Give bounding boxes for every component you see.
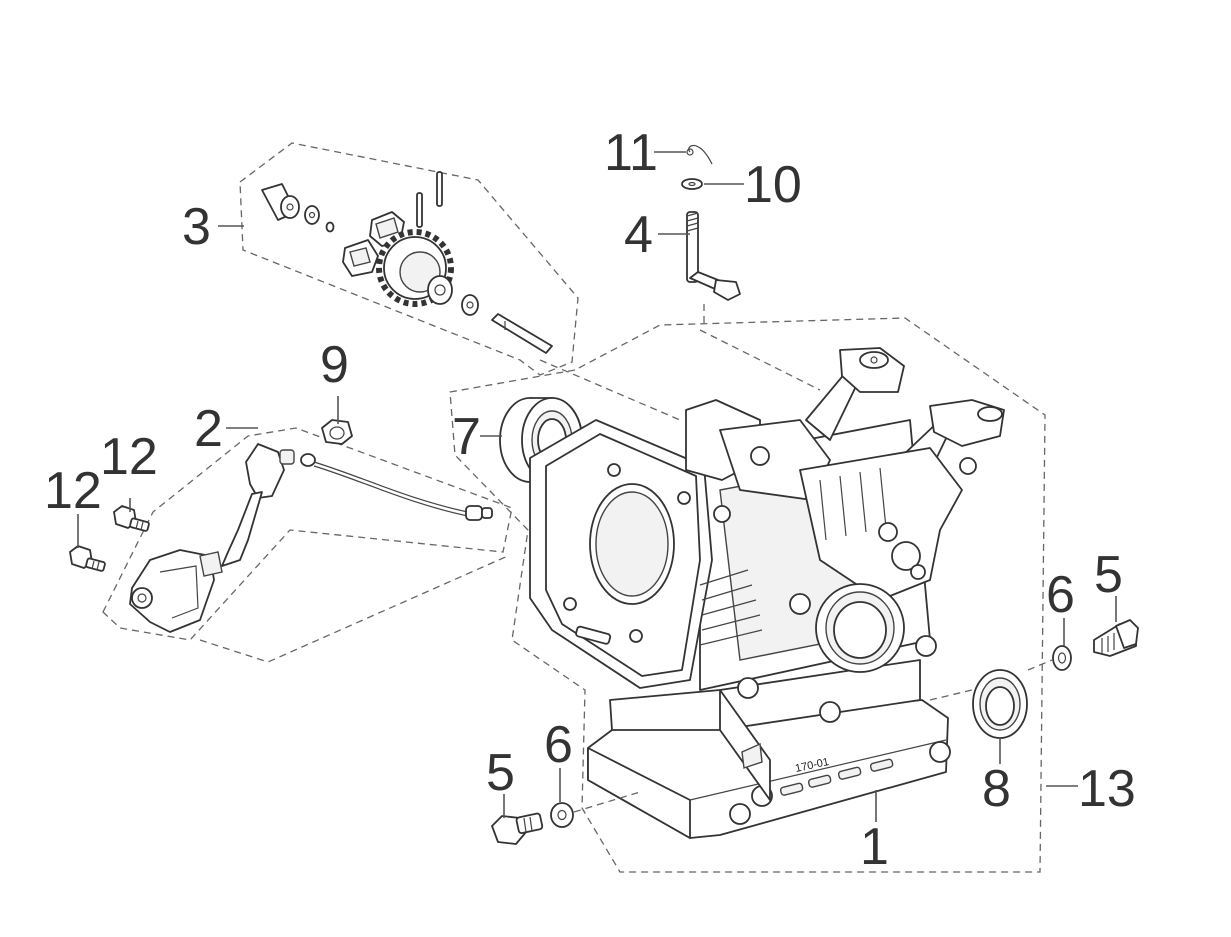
callout-5-right: 5 [1094,546,1123,604]
callout-7: 7 [452,408,481,466]
callout-6-right: 6 [1046,566,1075,624]
callout-2: 2 [194,400,223,458]
bolt-12-right [113,505,150,532]
governor-pin [436,171,443,207]
bolt-12-left [69,545,106,572]
callout-10: 10 [744,156,802,214]
governor-arm-shaft [686,211,741,301]
callout-3: 3 [182,198,211,256]
washer-6-left [550,802,574,828]
callout-13: 13 [1078,760,1136,818]
governor-shaft-washer [461,294,479,316]
callout-labels: 3 11 10 4 9 2 12 12 7 6 5 6 5 8 13 1 [44,124,1136,876]
callout-12-upper: 12 [100,428,158,486]
governor-group-outline [239,142,579,376]
ignition-coil [129,443,493,633]
governor-washer [304,205,320,225]
governor-pin [416,192,423,228]
governor-gear [376,229,454,307]
crankcase-base-slots [779,758,894,796]
washer-6-right [1052,645,1072,671]
cooling-fins [699,569,763,646]
crankcase-assembly-outline [449,317,1046,873]
crankcase-upper-structure [685,347,1005,601]
crankcase: 170-01 [529,347,1005,839]
cylinder-head-face [529,419,713,689]
callout-4: 4 [624,206,653,264]
crankshaft-bore [815,583,905,673]
governor-assembly [261,171,553,354]
governor-weight [342,239,379,277]
oil-seal-8 [972,669,1028,739]
callout-5-left: 5 [486,744,515,802]
governor-clip-11 [686,144,713,165]
governor-holder-sleeve [261,183,300,221]
nut-9 [321,419,353,445]
governor-shaft [491,313,553,354]
drain-bolt-5-right [1093,619,1139,657]
governor-shaft-washer-10 [681,178,703,190]
leader-lines [77,151,1117,822]
callout-1: 1 [860,818,889,876]
spark-plug-terminal [465,505,493,521]
callout-9: 9 [320,336,349,394]
callout-11: 11 [604,124,658,182]
callout-8: 8 [982,760,1011,818]
callout-12-lower: 12 [44,462,102,520]
ignition-coil-group-outline [102,427,513,663]
callout-6-left: 6 [544,716,573,774]
drain-bolt-5-left [491,812,544,845]
governor-clip [325,221,335,233]
